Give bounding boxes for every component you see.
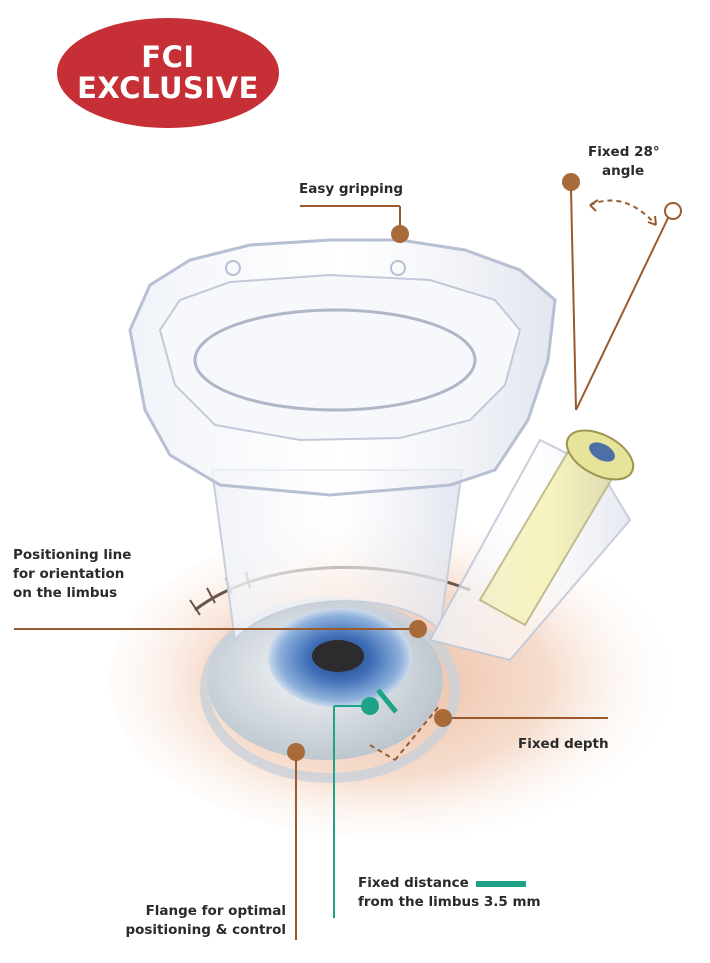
label-positioning-line: Positioning line for orientation on the … <box>13 546 131 603</box>
label-fixed-distance-2: from the limbus 3.5 mm <box>358 894 541 910</box>
label-fixed-angle-line2: angle <box>602 163 645 179</box>
label-flange: Flange for optimal positioning & control <box>110 902 286 940</box>
label-fixed-angle-line1: Fixed 28° <box>588 144 660 160</box>
distance-bar <box>376 688 398 714</box>
label-fixed-angle: Fixed 28° angle <box>588 143 660 181</box>
fci-exclusive-badge: FCI EXCLUSIVE <box>57 18 279 128</box>
cup-opening <box>193 308 477 412</box>
angle-dot-open <box>664 202 682 220</box>
cup-rim-inner <box>158 273 522 442</box>
distance-dot <box>361 697 379 715</box>
flange-dot <box>287 743 305 761</box>
label-positioning-line-2: for orientation <box>13 566 125 582</box>
distance-legend-bar <box>476 881 526 887</box>
label-flange-2: positioning & control <box>125 922 286 938</box>
fixed-depth-dot <box>434 709 452 727</box>
positioning-line-dot <box>409 620 427 638</box>
label-flange-1: Flange for optimal <box>145 903 286 919</box>
angle-arc <box>589 199 657 226</box>
badge-line-2: EXCLUSIVE <box>77 71 259 105</box>
badge-line-1: FCI <box>141 40 195 74</box>
cylinder-body <box>210 469 464 643</box>
easy-gripping-dot <box>391 225 409 243</box>
angle-dot-filled <box>562 173 580 191</box>
label-fixed-distance-1: Fixed distance <box>358 875 469 891</box>
pupil <box>312 640 364 672</box>
label-positioning-line-3: on the limbus <box>13 585 118 601</box>
label-easy-gripping: Easy gripping <box>299 181 404 197</box>
label-fixed-depth: Fixed depth <box>518 736 609 752</box>
label-fixed-distance: Fixed distance from the limbus 3.5 mm <box>358 874 541 912</box>
label-positioning-line-1: Positioning line <box>13 547 132 563</box>
